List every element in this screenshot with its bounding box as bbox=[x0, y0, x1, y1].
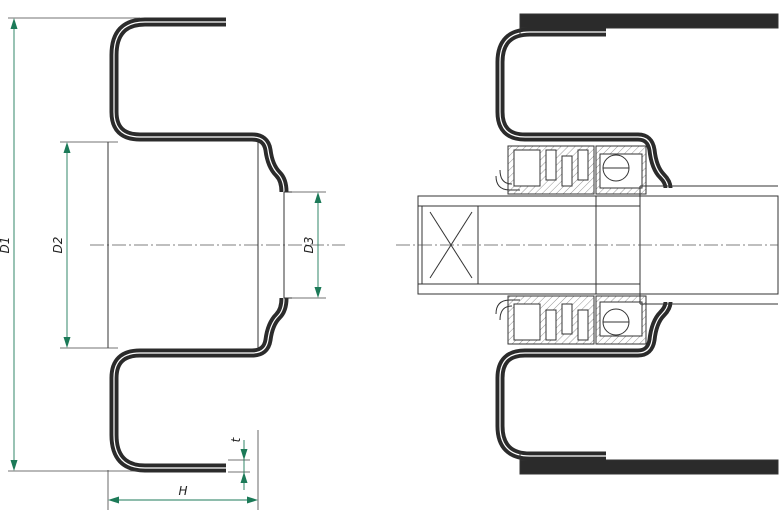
label-d3: D3 bbox=[302, 237, 316, 254]
seal-labyrinth-lower bbox=[495, 295, 595, 345]
cup-wall-upper bbox=[109, 17, 289, 193]
tube-wall-lower bbox=[519, 459, 779, 475]
cup-wall-lower bbox=[109, 297, 289, 473]
tube-wall-upper bbox=[519, 13, 779, 29]
label-d1: D1 bbox=[0, 237, 12, 254]
dimension-d1: D1 bbox=[0, 18, 18, 471]
dimension-h: H bbox=[108, 484, 258, 504]
bearing-upper bbox=[595, 145, 647, 195]
roller-assembly-view bbox=[396, 13, 779, 475]
seal-labyrinth-upper bbox=[495, 145, 595, 195]
label-t: t bbox=[229, 436, 243, 442]
dimension-d3: D3 bbox=[302, 192, 322, 298]
bearing-lower bbox=[595, 295, 647, 345]
cup-profile-view: D1 D2 D3 t H bbox=[0, 17, 345, 510]
label-d2: D2 bbox=[51, 237, 65, 254]
assembly-cup-lower bbox=[495, 301, 673, 461]
dimension-d2: D2 bbox=[51, 142, 71, 348]
assembly-cup-upper bbox=[495, 27, 673, 189]
label-h: H bbox=[178, 484, 187, 498]
dimension-t: t bbox=[229, 436, 248, 490]
